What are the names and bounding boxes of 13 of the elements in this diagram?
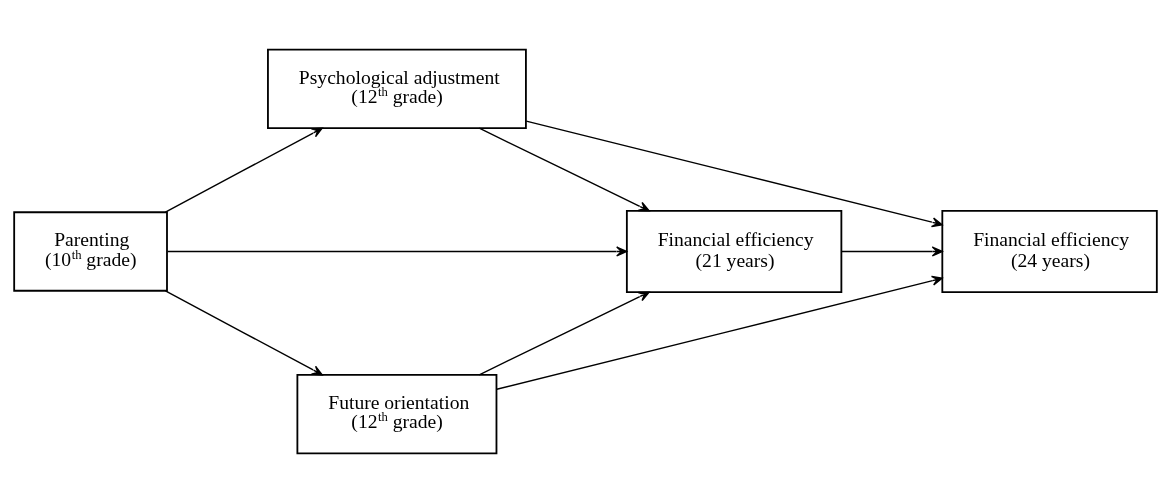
arrow (478, 127, 650, 211)
node-box: Financial efficiency (24 years) (941, 209, 1158, 293)
arrow (164, 126, 323, 213)
node-box: Parenting (10$^{th}$ grade) (13, 210, 168, 292)
node-box: Future orientation (12$^{th}$ grade) (296, 373, 498, 454)
node-box: Psychological adjustment (12$^{th}$ grade) (267, 48, 527, 129)
arrow (166, 245, 628, 257)
node-box: Financial efficiency (21 years) (625, 209, 843, 293)
arrow (841, 245, 943, 257)
arrow (525, 119, 943, 227)
arrow (478, 291, 650, 375)
arrow (496, 275, 943, 390)
arrow (164, 289, 323, 376)
